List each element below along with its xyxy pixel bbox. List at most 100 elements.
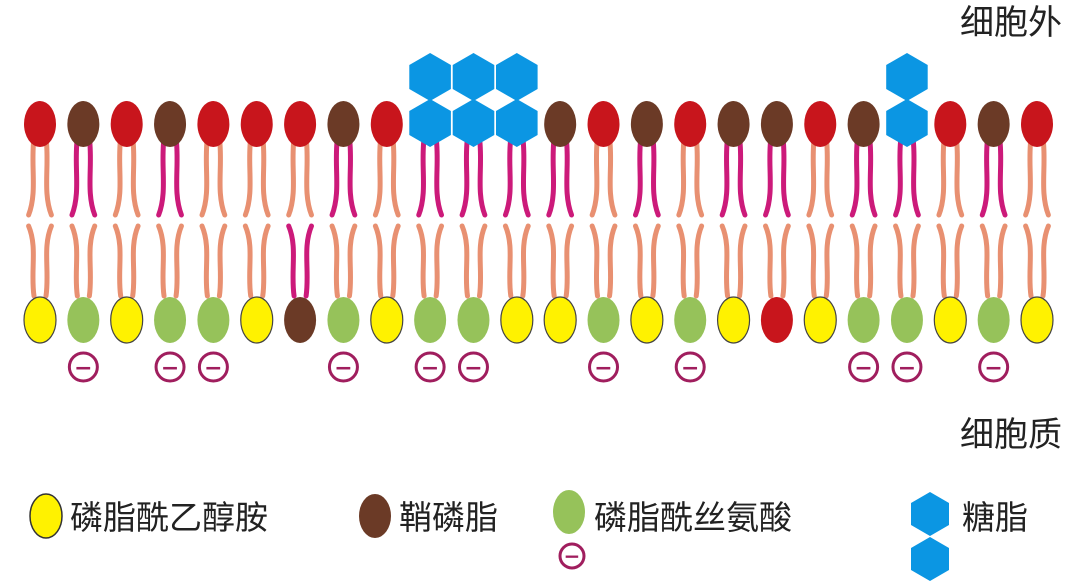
inner-lipid-ps: −	[457, 223, 490, 383]
inner-lipid-pe	[500, 223, 534, 344]
outer-tail	[953, 135, 965, 218]
inner-tail	[173, 223, 184, 299]
inner-lipid-ps: −	[154, 223, 187, 383]
outer-tail	[589, 135, 601, 218]
outer-tail	[936, 135, 947, 218]
outer-tail	[156, 135, 167, 218]
inner-head-ps	[890, 297, 923, 343]
outer-tail	[780, 135, 791, 218]
inner-lipid-ps: −	[890, 223, 923, 383]
charge-symbol: −	[334, 356, 352, 381]
outer-tail	[286, 135, 297, 218]
outer-lipid-pc	[370, 101, 403, 218]
outer-head-pc	[240, 101, 273, 147]
inner-lipid-ps: −	[847, 223, 880, 383]
inner-tail	[86, 223, 98, 299]
outer-tail	[763, 135, 774, 218]
charge-ring	[414, 351, 446, 383]
glycan-hexagon-icon	[496, 99, 538, 147]
outer-tail	[199, 135, 210, 218]
inner-tail	[849, 223, 861, 299]
outer-tail	[1023, 135, 1034, 218]
inner-lipid-pe	[933, 223, 967, 344]
glycan-hexagon-icon	[452, 53, 495, 101]
inner-head-ps	[587, 297, 620, 343]
outer-head-sm	[847, 101, 880, 147]
inner-lipid-pe	[630, 223, 664, 344]
glycan-hexagon-icon	[409, 53, 451, 101]
inner-tail	[607, 223, 618, 299]
outer-lipid-pc	[110, 101, 143, 218]
inner-head-ps	[154, 297, 187, 343]
inner-head-ps	[327, 297, 360, 343]
inner-tail	[546, 223, 557, 299]
legend-item-gl: 糖脂	[911, 492, 1028, 581]
outer-tail	[303, 135, 314, 218]
charge-symbol: −	[74, 356, 92, 381]
outer-lipid-sm	[544, 101, 577, 218]
inner-tail	[346, 223, 358, 299]
inner-tail	[780, 223, 791, 299]
inner-tail	[416, 223, 427, 299]
inner-head-ps	[414, 297, 447, 343]
outer-tail	[69, 135, 80, 218]
inner-tail	[823, 223, 835, 299]
outer-tail	[520, 135, 531, 218]
inner-tail	[476, 223, 488, 299]
outer-lipid-pc	[587, 101, 620, 218]
label-cytoplasm: 细胞质	[960, 415, 1062, 455]
outer-tail	[979, 135, 991, 218]
outer-tail	[372, 135, 384, 218]
outer-leaflet	[24, 53, 1053, 218]
outer-tail	[502, 135, 514, 218]
outer-head-pc	[24, 101, 56, 147]
outer-tail	[1040, 135, 1051, 218]
outer-tail	[173, 135, 184, 218]
inner-lipid-pe	[716, 223, 751, 344]
inner-tail	[910, 223, 921, 299]
outer-head-pc	[934, 101, 967, 147]
inner-tail	[112, 223, 124, 299]
outer-tail	[632, 135, 644, 218]
outer-lipid-pc	[240, 101, 273, 218]
legend-label-gl: 糖脂	[962, 498, 1028, 537]
inner-head-ps	[457, 297, 490, 343]
charge-symbol: −	[681, 356, 699, 381]
negative-charge-badge: −	[327, 351, 359, 383]
outer-tail	[997, 135, 1008, 218]
outer-lipid-pc	[1021, 101, 1053, 218]
outer-tail	[346, 135, 358, 218]
inner-tail	[372, 223, 384, 299]
legend: 磷脂酰乙醇胺 鞘磷脂 − 磷脂酰丝氨酸 糖脂	[29, 490, 1028, 581]
legend-label-ps: 磷脂酰丝氨酸	[594, 498, 792, 537]
outer-lipid-pc	[24, 101, 56, 218]
negative-charge-badge: −	[891, 351, 923, 383]
outer-tail	[390, 135, 401, 218]
negative-charge-badge: −	[588, 351, 620, 383]
outer-tail	[563, 135, 575, 218]
inner-lipid-ps: −	[587, 223, 620, 383]
negative-charge-badge: −	[978, 351, 1010, 383]
legend-charge-badge: −	[558, 542, 586, 570]
outer-lipid-gl3	[409, 53, 451, 218]
inner-lipid-pe	[803, 223, 837, 344]
inner-tail	[459, 223, 470, 299]
inner-tail	[737, 223, 748, 299]
outer-head-sm	[977, 101, 1010, 147]
outer-tail	[823, 135, 835, 218]
inner-lipid-ps: −	[977, 223, 1010, 383]
outer-tail	[849, 135, 861, 218]
legend-item-ps: − 磷脂酰丝氨酸	[553, 490, 792, 570]
inner-tail	[130, 223, 141, 299]
outer-tail	[476, 135, 488, 218]
outer-tail	[242, 135, 254, 218]
inner-lipid-pc	[760, 223, 793, 343]
negative-charge-badge: −	[414, 351, 446, 383]
outer-tail	[86, 135, 98, 218]
inner-tail	[433, 223, 445, 299]
outer-lipid-sm	[154, 101, 187, 218]
inner-head-ps	[977, 297, 1010, 343]
inner-lipid-pe	[370, 223, 404, 344]
outer-tail	[867, 135, 878, 218]
inner-tail	[632, 223, 644, 299]
